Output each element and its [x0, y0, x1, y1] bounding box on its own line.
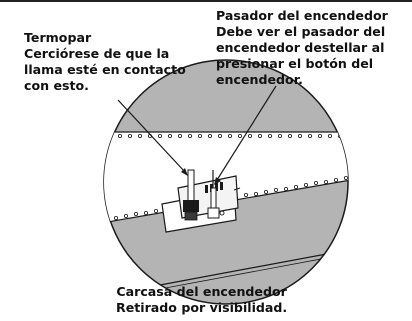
thermocouple-line-2: llama esté en contacto: [24, 62, 186, 77]
ignitor-electrode: [207, 170, 220, 219]
ignitor-pin-title: Pasador del encendedor: [216, 8, 388, 23]
thermocouple-leader-line: [117, 99, 186, 173]
ignitor-pin-line-4: encendedor.: [216, 72, 303, 87]
top-border-rule: [0, 0, 412, 2]
thermocouple-line-3: con esto.: [24, 78, 89, 93]
thermocouple-title: Termopar: [24, 30, 92, 45]
ignitor-housing-title: Carcasa del encendedor: [116, 284, 287, 299]
thermocouple-label: Termopar Cerciórese de que la llama esté…: [24, 30, 186, 94]
ignitor-pin-line-2: encendedor destellar al: [216, 40, 385, 55]
thermocouple-leader-arrow: [181, 168, 188, 176]
ignitor-housing-line-1: Retirado por visibilidad.: [116, 300, 288, 315]
ignitor-pin-leader-line: [216, 85, 277, 181]
thermocouple-probe: [183, 169, 199, 221]
ignitor-pin-label: Pasador del encendedor Debe ver el pasad…: [216, 8, 388, 88]
thermocouple-line-1: Cerciórese de que la: [24, 46, 170, 61]
ignitor-pin-leader-arrow: [214, 177, 221, 185]
ignitor-housing-label: Carcasa del encendedor Retirado por visi…: [116, 284, 287, 316]
ignitor-pin-line-3: presionar el botón del: [216, 56, 374, 71]
ignitor-pin-line-1: Debe ver el pasador del: [216, 24, 386, 39]
